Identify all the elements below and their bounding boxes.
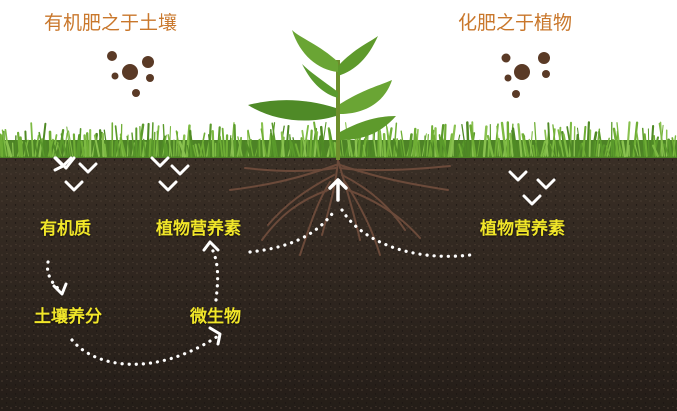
label-plant-nutrients-right: 植物营养素 [480,219,565,239]
flow-arrowhead-icon [202,240,220,252]
label-microorganisms: 微生物 [190,307,241,327]
fertilizer-granules-icon [501,52,550,98]
label-organic-matter: 有机质 [40,219,91,239]
down-arrows-icon [150,156,190,192]
up-arrow-icon [328,178,348,202]
down-arrows-icon [53,156,98,192]
flow-microbes-to-nutrients [208,243,220,302]
plant-roots [229,159,451,256]
label-plant-nutrients-left: 植物营养素 [156,219,241,239]
plant-seedling-icon [248,30,396,160]
flow-soil-to-microbes [70,334,220,366]
right-title: 化肥之于植物 [458,12,573,34]
grass-band [0,121,677,158]
down-arrows-icon [508,170,556,206]
flow-arrowhead-icon [208,326,222,346]
flow-arrowhead-icon [52,282,68,296]
fertilizer-granules-icon [107,51,154,97]
label-soil-nutrients: 土壤养分 [34,307,102,327]
flow-fertilizer-to-roots [340,208,472,258]
flow-nutrients-to-roots [248,208,337,254]
left-title: 有机肥之于土壤 [44,12,178,34]
